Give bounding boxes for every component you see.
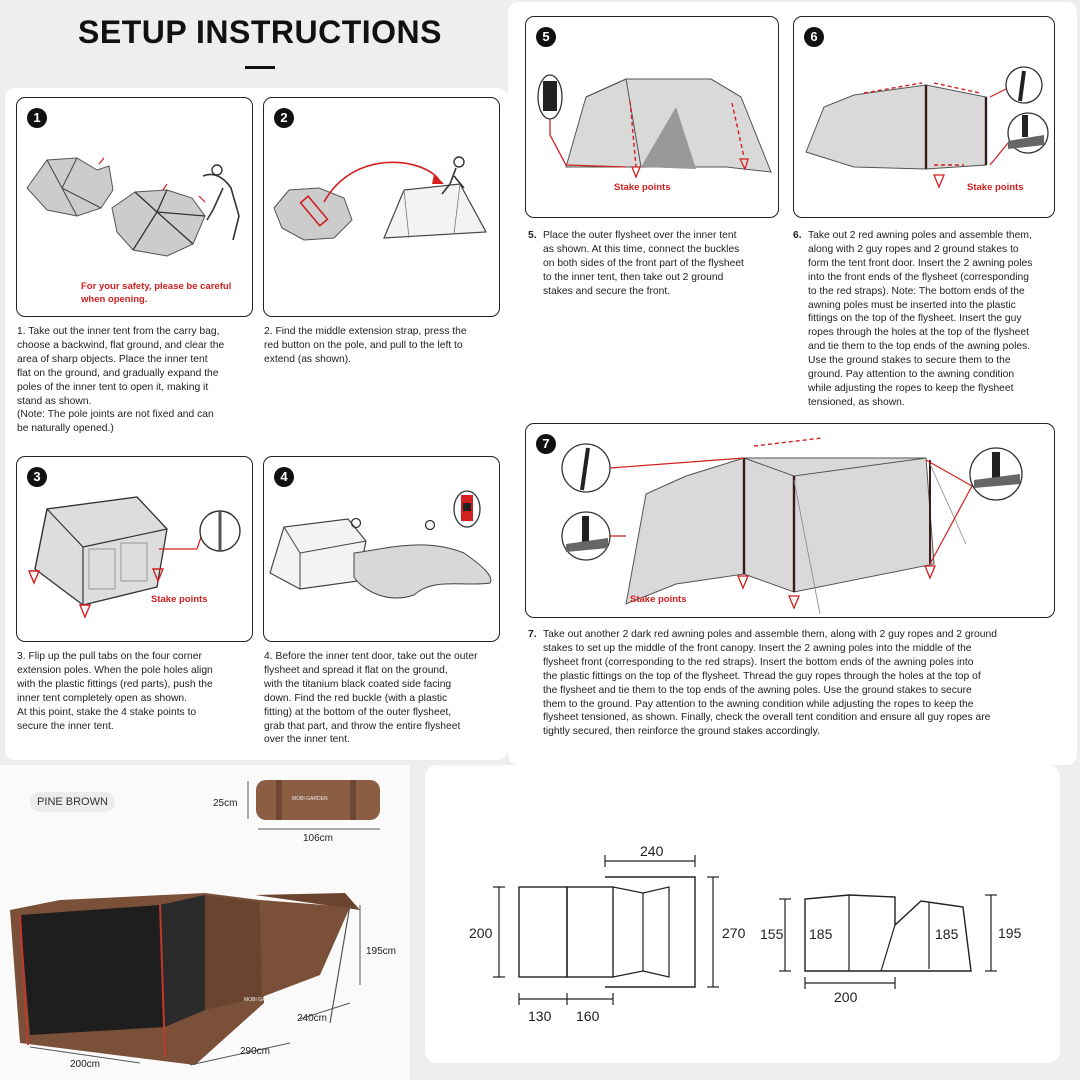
step-3-number: 3 bbox=[27, 467, 47, 487]
bag-height-label: 25cm bbox=[213, 798, 238, 809]
dimension-diagram bbox=[493, 855, 997, 1005]
dim-side-right-outer: 195 bbox=[998, 925, 1022, 941]
bag-brand-label: MOBI GARDEN bbox=[292, 796, 328, 802]
tent-brand-label: MOBI GARDEN bbox=[244, 997, 280, 1003]
dim-side-left-outer: 155 bbox=[760, 926, 784, 942]
step-2-number: 2 bbox=[274, 108, 294, 128]
step-7-text: Take out another 2 dark red awning poles… bbox=[543, 629, 997, 738]
dim-side-right-inner: 185 bbox=[935, 926, 959, 942]
step-6-number: 6 bbox=[804, 27, 824, 47]
bag-length-label: 106cm bbox=[303, 833, 334, 844]
step-1-card: 1 For your safety, please be careful whe… bbox=[16, 97, 253, 317]
page-title: SETUP INSTRUCTIONS bbox=[78, 14, 442, 50]
dim-bottom-b: 160 bbox=[576, 1008, 600, 1024]
step-3-card: 3 Stake points bbox=[16, 456, 253, 642]
dim-bottom-a: 130 bbox=[528, 1008, 552, 1024]
step-3-stake-label: Stake points bbox=[151, 594, 208, 605]
step-5-number: 5 bbox=[536, 27, 556, 47]
step-5-text: Place the outer flysheet over the inner … bbox=[543, 230, 744, 297]
product-illustration bbox=[10, 780, 380, 1066]
step-6-stake-label: Stake points bbox=[967, 182, 1024, 193]
step-1-text: 1. Take out the inner tent from the carr… bbox=[17, 326, 225, 435]
dim-top-width: 240 bbox=[640, 843, 664, 859]
step-4-card: 4 bbox=[263, 456, 500, 642]
step-7-illustration bbox=[561, 437, 1023, 615]
step-2-text: 2. Find the middle extension strap, pres… bbox=[264, 326, 467, 365]
step-6-text: Take out 2 red awning poles and assemble… bbox=[808, 230, 1033, 408]
title-divider bbox=[245, 66, 275, 69]
step-3-text: 3. Flip up the pull tabs on the four cor… bbox=[17, 651, 213, 732]
dim-side-bottom: 200 bbox=[834, 989, 858, 1005]
safety-warning: For your safety, please be careful when … bbox=[81, 281, 232, 305]
step-4-number: 4 bbox=[274, 467, 294, 487]
tent-width-label: 200cm bbox=[70, 1059, 101, 1070]
step-6-illustration bbox=[805, 66, 1049, 189]
dimension-panel bbox=[425, 765, 1060, 1063]
step-1-illustration bbox=[26, 157, 240, 257]
step-5-card: 5 Stake points bbox=[525, 16, 779, 218]
tent-height-label: 195cm bbox=[366, 946, 397, 957]
dim-side-left-inner: 185 bbox=[809, 926, 833, 942]
tent-depth-label: 240cm bbox=[297, 1013, 328, 1024]
step-5-illustration bbox=[537, 74, 772, 179]
step-7-card: 7 Stake points bbox=[525, 423, 1055, 618]
step-1-number: 1 bbox=[27, 108, 47, 128]
step-7-stake-label: Stake points bbox=[630, 594, 687, 605]
step-5-prefix: 5. bbox=[528, 230, 537, 241]
tent-length-label: 290cm bbox=[240, 1046, 271, 1057]
step-2-illustration bbox=[273, 156, 487, 241]
step-4-illustration bbox=[269, 490, 492, 599]
step-5-stake-label: Stake points bbox=[614, 182, 671, 193]
step-2-card: 2 bbox=[263, 97, 500, 317]
step-3-illustration bbox=[27, 496, 241, 619]
step-4-text: 4. Before the inner tent door, take out … bbox=[264, 651, 478, 746]
dim-left-height: 200 bbox=[469, 925, 493, 941]
step-6-prefix: 6. bbox=[793, 230, 802, 241]
step-7-prefix: 7. bbox=[528, 629, 537, 640]
step-6-card: 6 Stake points bbox=[793, 16, 1055, 218]
color-badge: PINE BROWN bbox=[30, 792, 115, 812]
dim-right-height: 270 bbox=[722, 925, 746, 941]
step-7-number: 7 bbox=[536, 434, 556, 454]
